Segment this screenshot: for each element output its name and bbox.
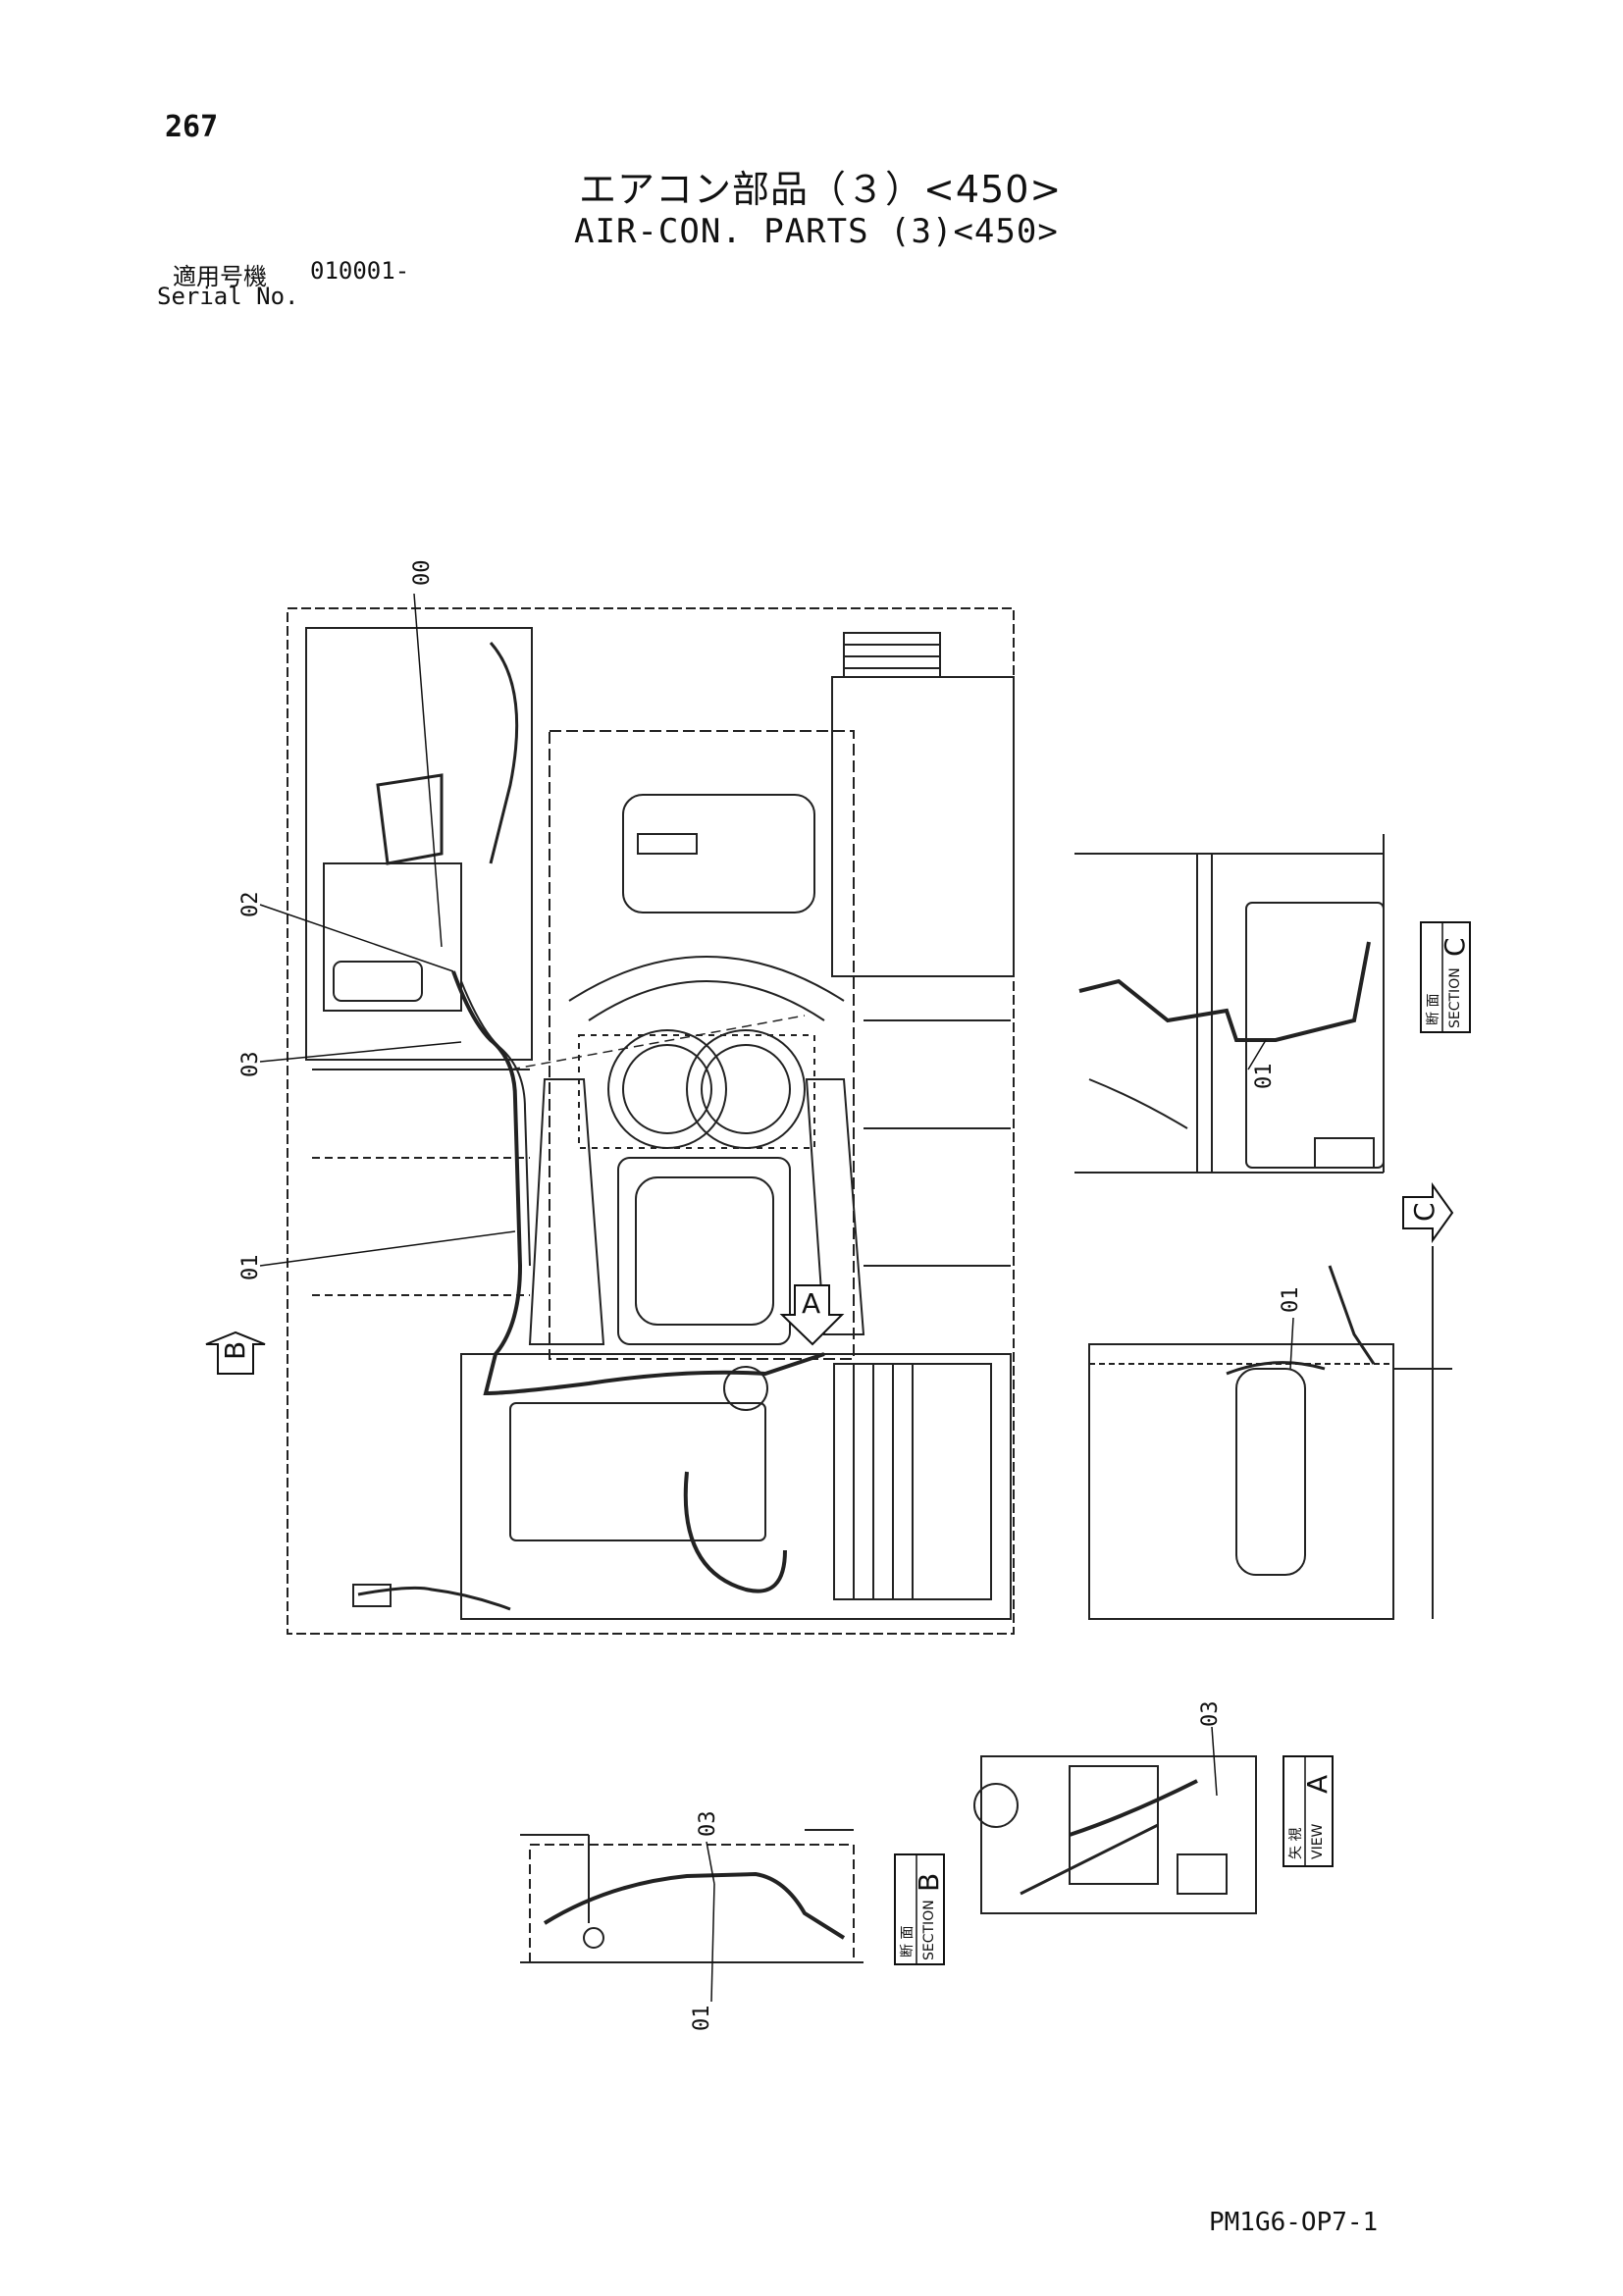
view-c-detail: [1088, 1246, 1452, 1620]
air-duct: [376, 773, 444, 865]
main-view: [287, 607, 1015, 1635]
view-a-hose: [1069, 1779, 1198, 1837]
engine-block: [509, 1402, 766, 1541]
callout-00: 00: [410, 560, 435, 587]
view-c-callout-01: 01: [1279, 1287, 1303, 1314]
center-hatch: [617, 1157, 791, 1345]
section-b-jp: 断 面: [900, 1926, 916, 1957]
upper-plate: [622, 794, 815, 913]
swing-circle-right: [686, 1029, 806, 1149]
page-title-english: AIR-CON. PARTS (3)<450>: [574, 212, 1059, 251]
main-frame: [287, 607, 1015, 1635]
view-a-letter: A: [1301, 1775, 1334, 1794]
view-a-label: 矢 視 VIEW A: [1283, 1755, 1334, 1867]
section-b-view: [520, 1829, 864, 1963]
arrow-a-letter: A: [802, 1287, 820, 1320]
view-a-callout-03: 03: [1198, 1701, 1223, 1728]
view-a-en: VIEW: [1310, 1823, 1326, 1859]
page-title-japanese: エアコン部品（３）<450>: [579, 168, 1063, 211]
boom-left: [528, 1078, 605, 1345]
page-code: PM1G6-OP7-1: [1209, 2208, 1379, 2237]
section-b-letter: B: [913, 1873, 945, 1892]
arrow-c-letter: C: [1408, 1202, 1440, 1222]
arrow-b-letter: B: [219, 1341, 251, 1360]
section-b-en: SECTION: [921, 1900, 937, 1960]
section-b-label: 断 面 SECTION B: [894, 1853, 945, 1965]
center-frame: [549, 730, 855, 1360]
ac-hose: [451, 970, 825, 1396]
serial-number-value: 010001-: [310, 257, 410, 285]
exhaust-pipe: [683, 1471, 787, 1593]
section-c-jp: 断 面: [1426, 994, 1441, 1025]
section-c-label: 断 面 SECTION C: [1420, 921, 1471, 1033]
main-callouts: 00 02 03 01: [238, 560, 435, 1281]
top-vent: [843, 632, 941, 678]
engine-bay: [460, 1353, 1012, 1620]
left-compartment: [305, 627, 533, 1061]
serial-label-japanese: 適用号機: [173, 263, 267, 290]
arrow-b-marker: B: [205, 1331, 266, 1375]
section-b-callout-01: 01: [690, 2006, 714, 2032]
view-a-jp: 矢 視: [1288, 1828, 1304, 1859]
callout-01: 01: [238, 1255, 263, 1281]
page-number: 267: [165, 110, 219, 144]
section-c-en: SECTION: [1447, 967, 1463, 1028]
section-c-hose: [1078, 941, 1371, 1042]
right-structure: [831, 676, 1015, 977]
serial-label-english: Serial No.: [157, 283, 299, 310]
section-b-callout-03: 03: [696, 1811, 720, 1838]
arrow-c-marker: C: [1402, 1181, 1454, 1244]
callout-03: 03: [238, 1052, 263, 1078]
callout-02: 02: [238, 892, 263, 918]
main-leaders: [259, 593, 516, 1267]
view-a-detail: [973, 1755, 1257, 1914]
section-b-hose: [543, 1871, 846, 1940]
boom-right: [805, 1078, 865, 1335]
receiver-drier: [1235, 1368, 1306, 1576]
ac-unit: [323, 862, 462, 1012]
arrow-a-marker: A: [779, 1284, 845, 1346]
section-c-letter: C: [1439, 937, 1471, 957]
section-c-view: [1074, 834, 1385, 1174]
section-c-callout-01: 01: [1252, 1064, 1277, 1090]
